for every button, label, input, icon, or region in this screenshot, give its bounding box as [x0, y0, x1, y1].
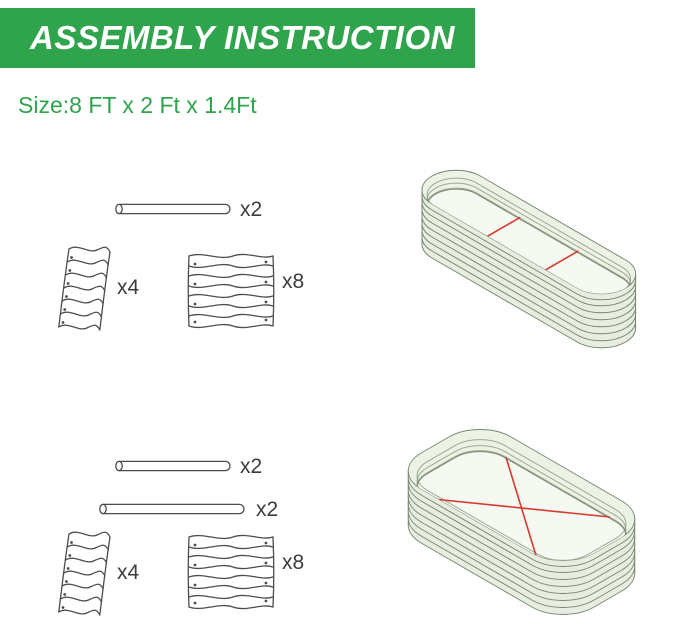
support-rod-illustration: [115, 460, 231, 472]
qty-label: x2: [256, 498, 279, 521]
qty-label: x2: [240, 198, 263, 221]
assembled-bed-wide-illustration: [365, 400, 675, 629]
support-rod-long-illustration: [99, 503, 245, 515]
straight-panel-illustration: [185, 532, 277, 614]
qty-label: x8: [282, 551, 305, 574]
assembled-bed-8x2-illustration: [385, 140, 675, 390]
page-title: ASSEMBLY INSTRUCTION: [30, 19, 455, 56]
size-label: Size:8 FT x 2 Ft x 1.4Ft: [18, 92, 257, 118]
qty-label: x4: [117, 561, 140, 584]
straight-panel-illustration: [185, 251, 277, 333]
qty-label: x2: [240, 455, 263, 478]
title-banner: ASSEMBLY INSTRUCTION: [0, 8, 475, 68]
corner-panel-illustration: [52, 243, 114, 338]
cross-support-rods: [433, 457, 609, 559]
corner-panel-illustration: [52, 528, 114, 623]
support-rod-illustration: [115, 203, 231, 215]
qty-label: x4: [117, 276, 140, 299]
qty-label: x8: [282, 270, 305, 293]
